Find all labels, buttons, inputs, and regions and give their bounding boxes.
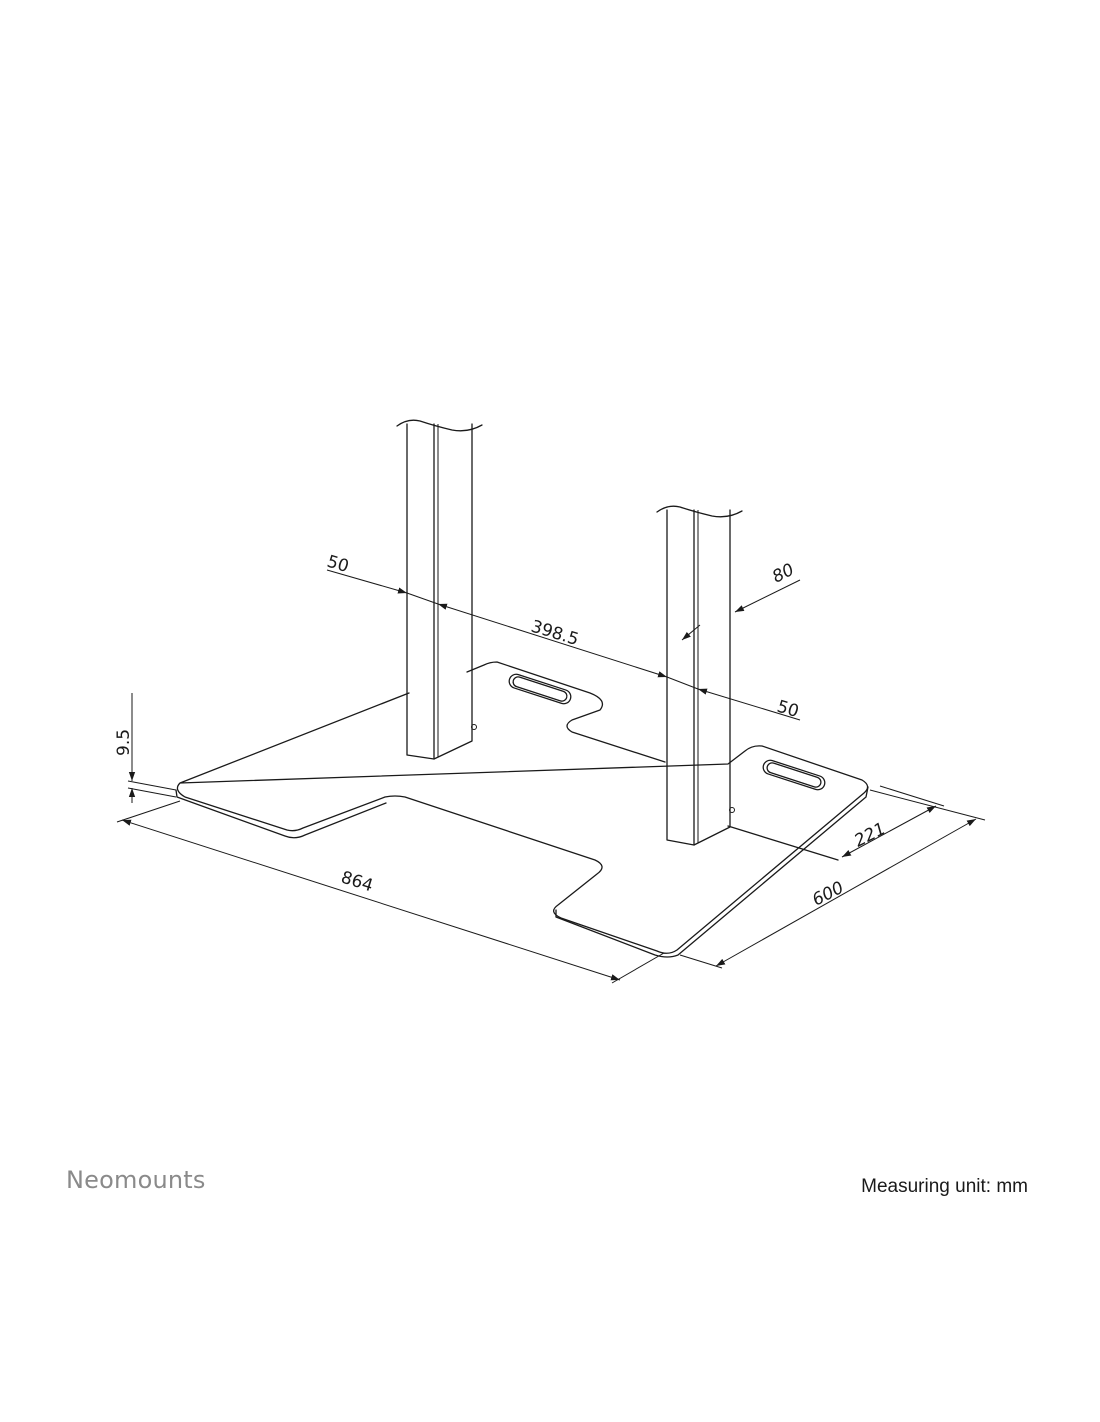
measuring-unit-label: Measuring unit: mm <box>861 1176 1028 1197</box>
dimension-plate-thickness: 9.5 <box>114 693 177 803</box>
dim-label-221: 221 <box>851 819 889 852</box>
dim-label-398-5: 398.5 <box>529 617 581 650</box>
dimension-base-depth: 600 <box>679 789 986 969</box>
dimension-post-depth: 80 <box>681 560 801 641</box>
dimension-post-to-back: 221 <box>841 785 945 858</box>
dim-label-50-right: 50 <box>775 697 802 722</box>
dim-label-600: 600 <box>809 878 847 911</box>
dim-label-864: 864 <box>339 868 376 897</box>
dim-label-50-left: 50 <box>325 552 352 577</box>
left-post <box>396 419 483 760</box>
dim-label-9-5: 9.5 <box>114 729 134 756</box>
base-plate <box>175 661 869 958</box>
brand-logo: Neomounts <box>66 1166 206 1194</box>
dimension-base-width: 864 <box>116 800 665 984</box>
right-post <box>656 505 743 846</box>
